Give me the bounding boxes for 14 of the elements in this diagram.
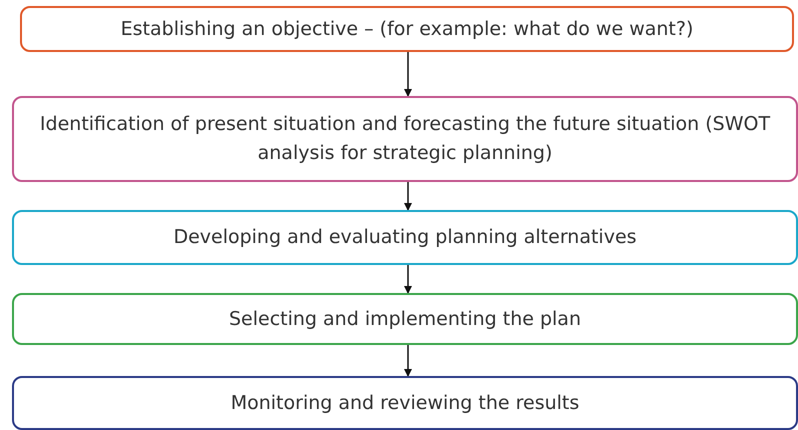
process-box	[12, 96, 798, 182]
step-text: Monitoring and reviewing the results	[230, 390, 580, 416]
process-box	[12, 376, 798, 430]
step-text: Establishing an objective – (for example: what do we want?)	[120, 16, 694, 42]
step-text: Developing and evaluating planning alternatives	[173, 225, 637, 250]
step-text: Identification of present situation and forecasting the future situation (SWOT analysis for strategic planning)	[38, 112, 772, 166]
step-text: Selecting and implementing the plan	[229, 306, 581, 332]
arrow	[404, 52, 412, 97]
arrow	[404, 345, 412, 377]
arrow	[404, 182, 412, 211]
process-box	[12, 293, 798, 345]
arrow	[404, 265, 412, 294]
process-box	[20, 6, 794, 52]
process-box	[12, 210, 798, 265]
